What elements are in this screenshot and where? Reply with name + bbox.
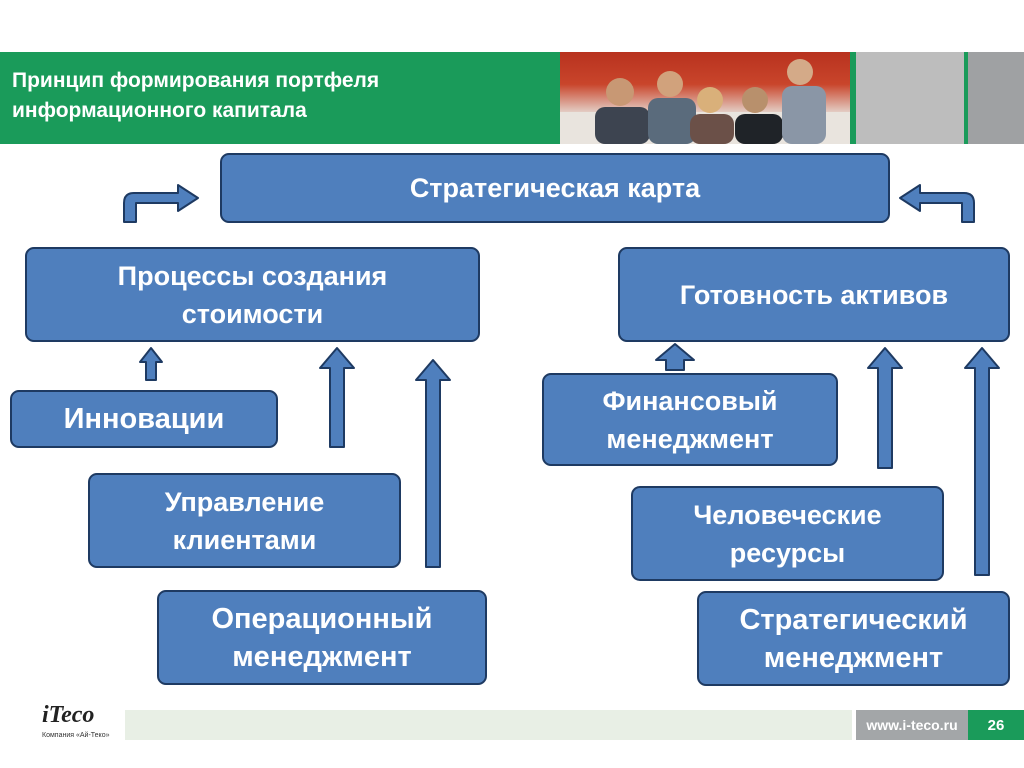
footer-url: www.i-teco.ru [856, 710, 968, 740]
team-photo [560, 52, 850, 144]
node-operational-management: Операционный менеджмент [157, 590, 487, 685]
node-financial-management: Финансовый менеджмент [542, 373, 838, 466]
node-innovations: Инновации [10, 390, 278, 448]
arrow-bent-right-icon [899, 184, 975, 223]
header-grey-block [856, 52, 964, 144]
slide-title: Принцип формирования портфеля информацио… [12, 69, 380, 122]
header-grey-block-narrow [968, 52, 1024, 144]
node-strategic-management: Стратегический менеджмент [697, 591, 1010, 686]
arrow-up-hr-icon [867, 347, 903, 469]
arrow-up-strategic-icon [964, 347, 1000, 576]
page-number: 26 [968, 710, 1024, 740]
node-strategic-map: Стратегическая карта [220, 153, 890, 223]
company-logo: iTeco Компания «Ай-Теко» [42, 702, 122, 744]
arrow-up-innovations-icon [139, 347, 163, 381]
node-human-resources: Человеческие ресурсы [631, 486, 944, 581]
header-bar: Принцип формирования портфеля информацио… [0, 52, 1024, 144]
node-asset-readiness: Готовность активов [618, 247, 1010, 342]
node-value-processes: Процессы создания стоимости [25, 247, 480, 342]
arrow-up-customers-icon [319, 347, 355, 448]
logo-subtitle: Компания «Ай-Теко» [42, 732, 110, 739]
arrow-up-operations-icon [415, 359, 451, 568]
logo-mark: iTeco [42, 702, 95, 728]
footer-bar [125, 710, 852, 740]
arrow-bent-left-icon [123, 184, 199, 223]
arrow-up-finance-icon [655, 343, 695, 371]
node-customer-management: Управление клиентами [88, 473, 401, 568]
